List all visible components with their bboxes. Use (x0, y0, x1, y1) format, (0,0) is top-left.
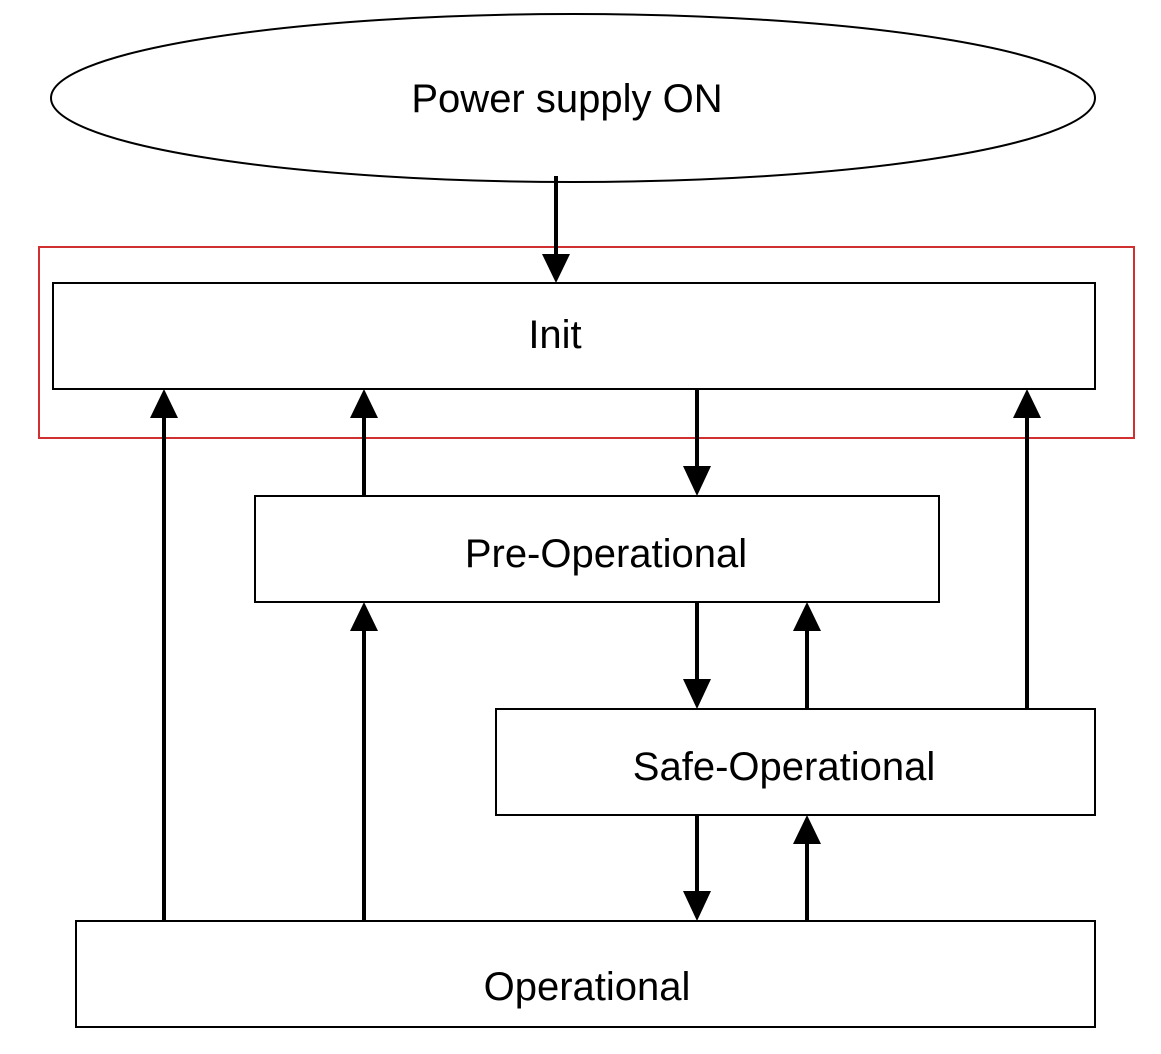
node-power-supply-on: Power supply ON (50, 13, 1096, 183)
operational-label: Operational (484, 965, 691, 1009)
power-supply-on-label: Power supply ON (411, 77, 722, 121)
arrow-power-to-init (542, 176, 570, 283)
arrow-safeop-to-init (1013, 389, 1041, 709)
operational-box (75, 920, 1096, 1028)
node-operational: Operational (75, 920, 1096, 1028)
init-box (52, 282, 1096, 390)
safe-operational-label: Safe-Operational (633, 745, 935, 789)
pre-operational-box (254, 495, 940, 603)
node-init: Init (52, 282, 1096, 390)
safe-operational-box (495, 708, 1096, 816)
arrow-init-to-preop (683, 389, 711, 496)
init-highlight-frame (38, 246, 1135, 439)
arrow-op-to-init (150, 389, 178, 921)
arrow-preop-to-safeop (683, 602, 711, 709)
init-label: Init (528, 313, 581, 357)
arrow-op-to-preop (350, 602, 378, 921)
node-safe-operational: Safe-Operational (495, 708, 1096, 816)
power-supply-on-ellipse (50, 13, 1096, 183)
arrow-preop-to-init (350, 389, 378, 496)
node-pre-operational: Pre-Operational (254, 495, 940, 603)
transition-arrows (150, 176, 1041, 921)
arrow-safeop-to-preop (793, 602, 821, 709)
arrow-safeop-to-op (683, 815, 711, 921)
pre-operational-label: Pre-Operational (465, 532, 747, 576)
arrow-op-to-safeop (793, 815, 821, 921)
